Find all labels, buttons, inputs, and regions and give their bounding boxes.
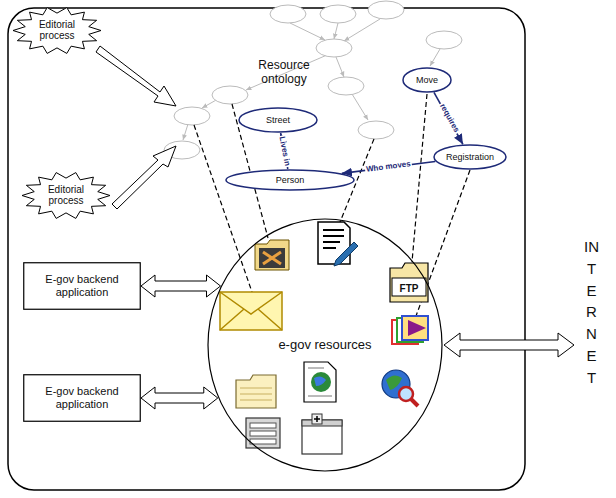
ontology-links: [183, 19, 440, 140]
internet-arrow: [444, 333, 574, 357]
node-text: Person: [276, 175, 305, 185]
document-pen-icon: [318, 222, 358, 266]
backend-box: E-gov backend application: [23, 262, 141, 310]
concept-ellipse: Move: [402, 67, 452, 93]
node-text: Move: [416, 75, 438, 85]
globe-search-icon: [382, 370, 418, 406]
relation-label: Who moves: [365, 160, 413, 175]
ftp-folder-icon: [390, 263, 428, 302]
resource-circle: e-gov resources: [207, 218, 443, 472]
window-icon: [302, 414, 342, 454]
editorial-star: Editorial process: [12, 6, 102, 55]
relation-line: [434, 92, 463, 144]
node-text: Editorial process: [41, 184, 91, 207]
media-icon: [392, 316, 428, 344]
system-frame: [8, 8, 525, 490]
node-text: Editorial process: [32, 19, 82, 42]
node-text: E-gov backend application: [30, 385, 134, 410]
concept-ellipse: Registration: [433, 144, 507, 170]
ftp-label: FTP: [393, 283, 425, 295]
relation-label: Lives in: [277, 135, 292, 168]
backend-box: E-gov backend application: [23, 374, 141, 422]
envelope-icon: [220, 292, 282, 330]
concept-ellipse: Street: [238, 107, 318, 133]
relation-label: requires: [436, 102, 460, 136]
internet-label: INTERNET: [584, 236, 599, 388]
node-text: E-gov backend application: [30, 273, 134, 298]
ontology-title: Resource ontology: [252, 58, 316, 87]
tool-folder-icon: [255, 240, 289, 270]
node-text: Street: [266, 115, 290, 125]
folder-icon: [236, 375, 276, 408]
data-exchange-arrow: [141, 387, 218, 409]
node-text: Registration: [446, 152, 494, 162]
data-exchange-arrow: [141, 275, 221, 297]
editorial-arrow: [96, 46, 176, 209]
ontology-concept: [164, 1, 462, 159]
web-document-icon: [304, 362, 336, 402]
node-text: e-gov resources: [278, 338, 371, 353]
mapping-line: [194, 94, 470, 316]
concept-ellipse: Person: [225, 169, 355, 191]
editorial-star: Editorial process: [21, 171, 111, 220]
